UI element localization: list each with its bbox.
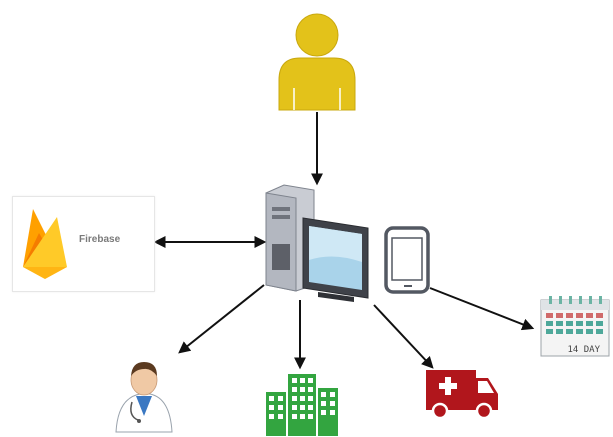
- arrows: [153, 112, 535, 370]
- smartphone-icon: [384, 226, 430, 294]
- calendar-icon: 14 DAY: [540, 296, 610, 357]
- arrow-phone-to-calendar: [429, 287, 535, 331]
- ambulance-icon: [426, 370, 498, 420]
- arrow-server-to-doctor: [178, 284, 265, 354]
- user-icon: [278, 13, 356, 111]
- calendar-label: 14 DAY: [567, 345, 600, 355]
- firebase-label: Firebase: [79, 234, 121, 245]
- doctor-icon: [115, 362, 173, 433]
- firebase-logo-icon: [23, 209, 67, 279]
- hospital-building-icon: [266, 374, 338, 436]
- arrow-server-to-ambulance: [373, 304, 434, 369]
- server-computer-icon: [265, 184, 369, 302]
- firebase-node: Firebase: [12, 196, 155, 292]
